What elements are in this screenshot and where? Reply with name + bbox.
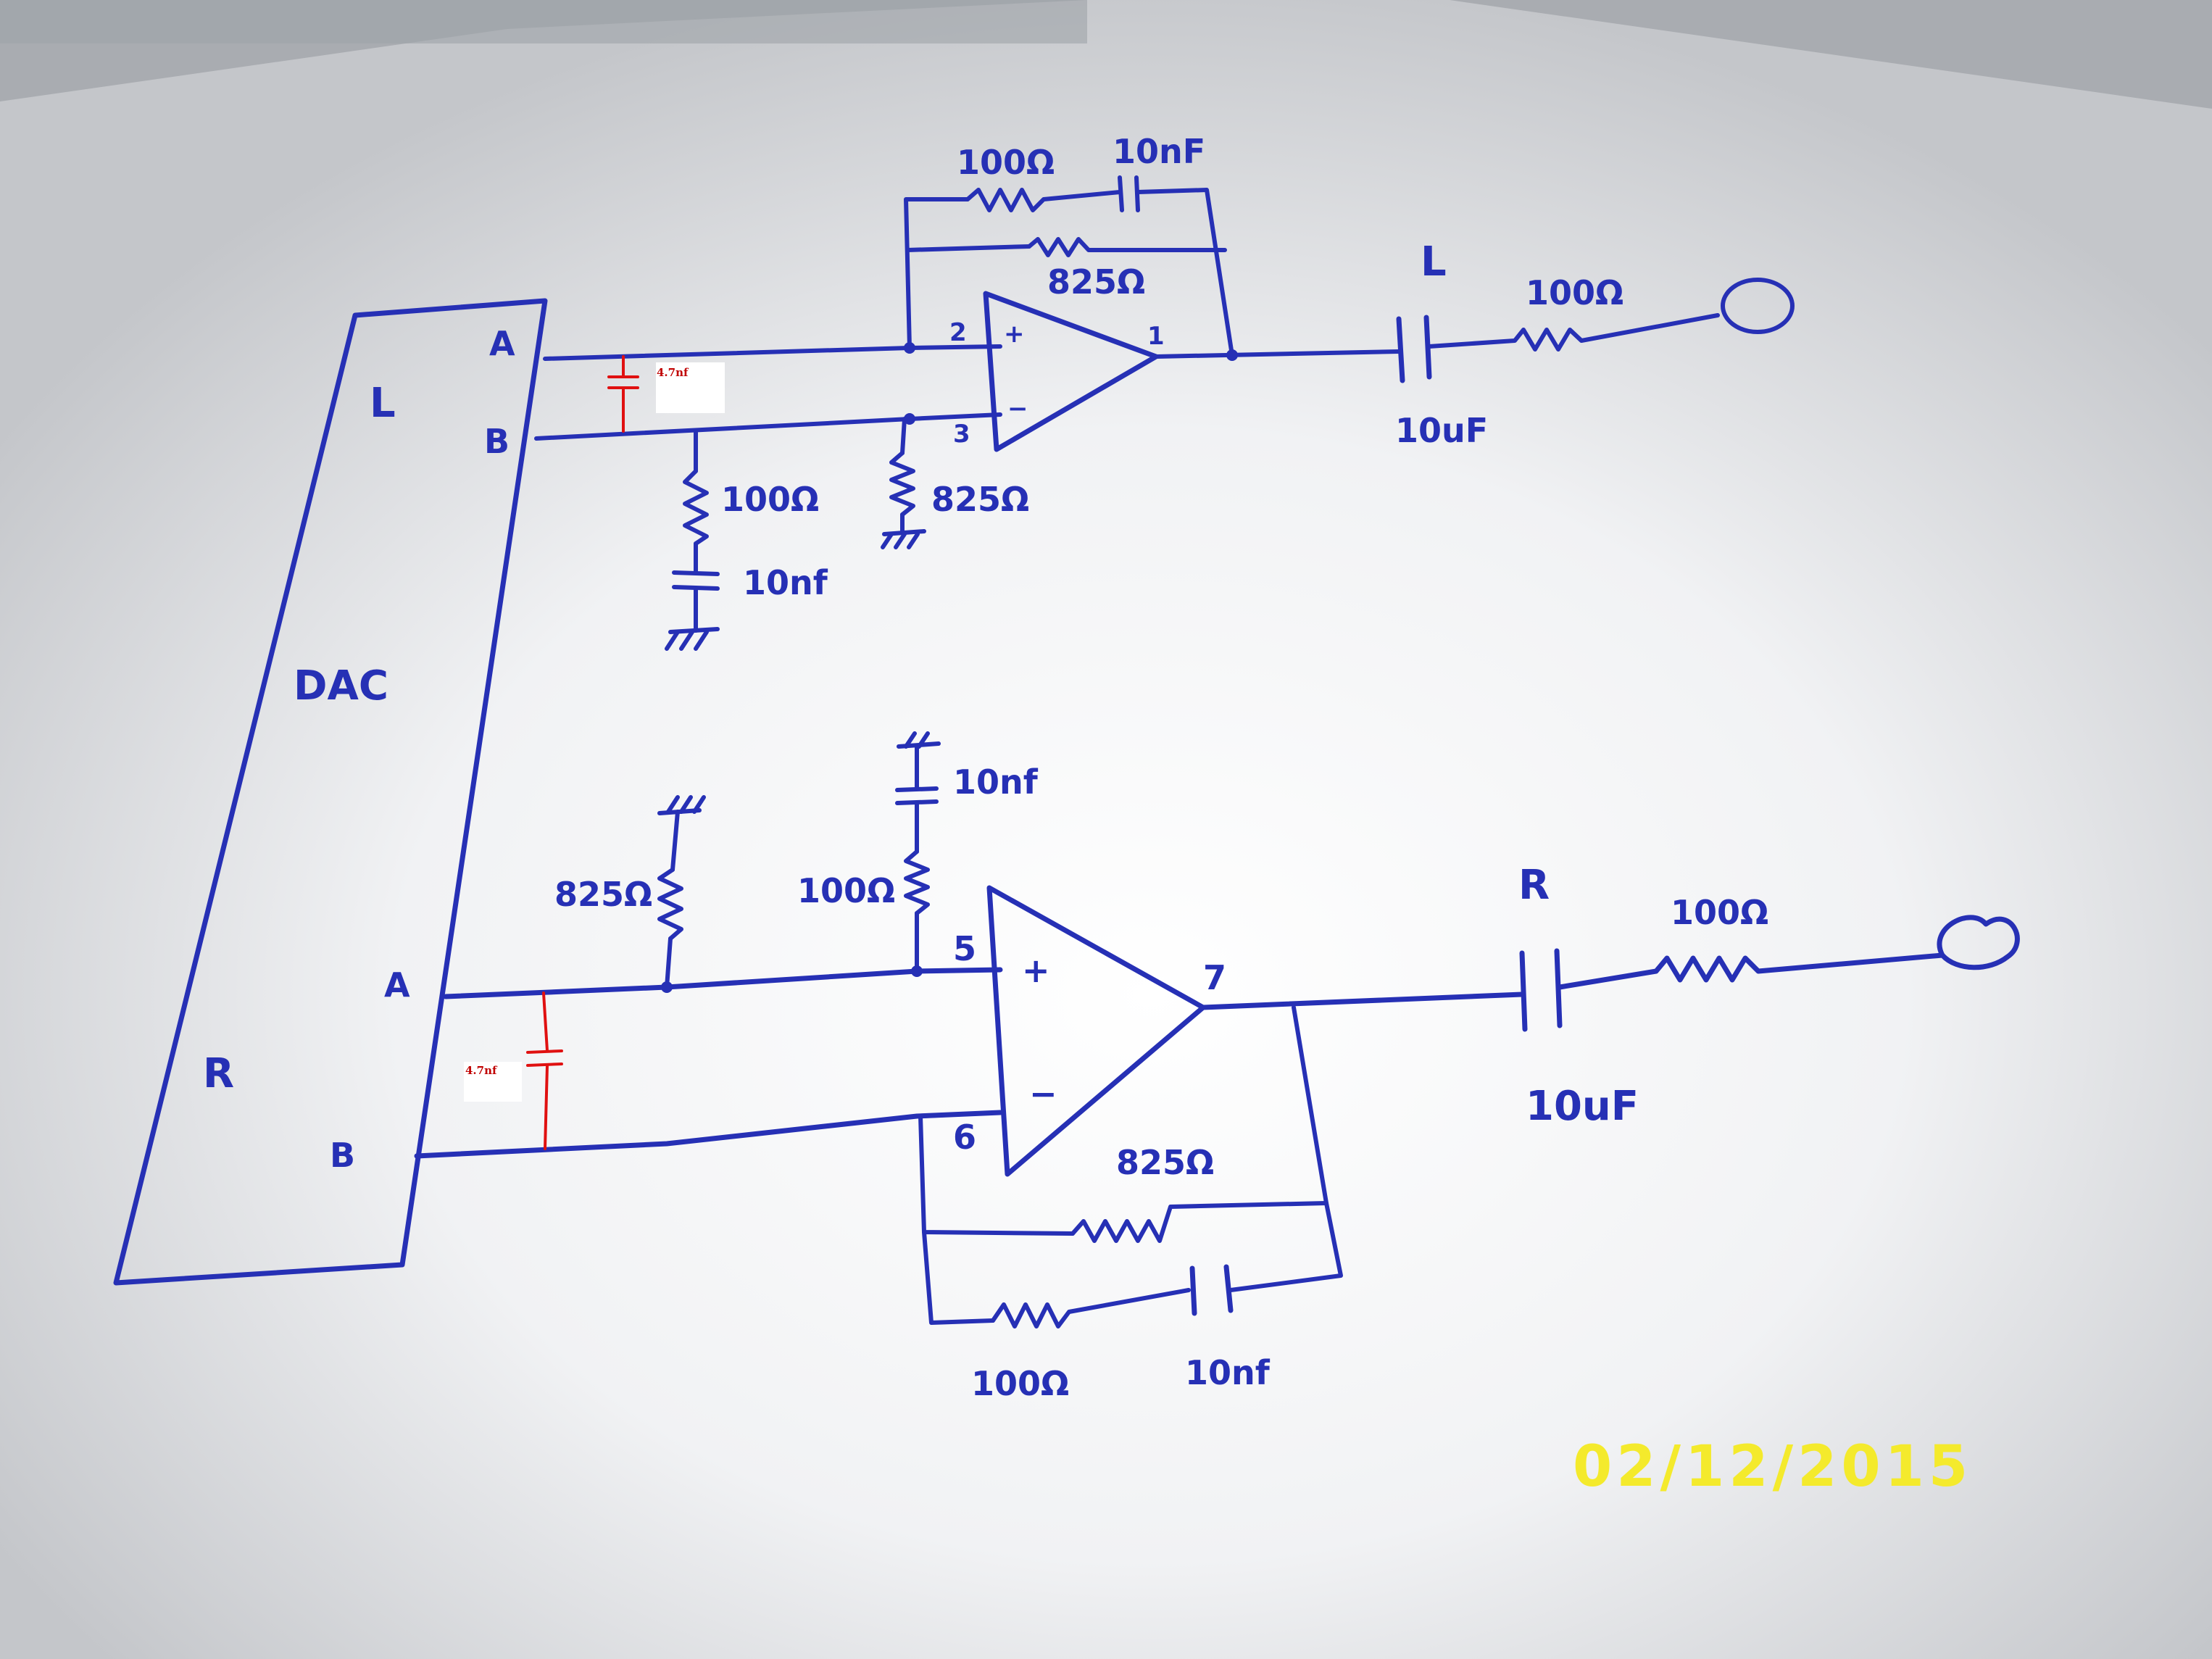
left-out-res-label: 100Ω — [1526, 273, 1623, 312]
right-pin-plus: 5 — [953, 929, 976, 968]
right-plus-sign: + — [1022, 951, 1050, 990]
left-ground-res-label: 825Ω — [931, 480, 1029, 519]
left-output-network — [1154, 278, 1795, 383]
right-channel: A B 4.7nf 825Ω — [330, 731, 2020, 1403]
right-shunt-res-label: 100Ω — [797, 871, 895, 910]
dac-left-label: L — [370, 380, 396, 427]
right-pin-b-label: B — [330, 1136, 355, 1175]
left-feedback-network — [904, 175, 1238, 361]
dac-label: DAC — [294, 662, 388, 710]
right-fb-series-res-label: 100Ω — [971, 1364, 1069, 1403]
left-cap-note: 4.7nf — [657, 366, 689, 379]
right-fb-res-label: 825Ω — [1116, 1143, 1214, 1182]
right-pin-out: 7 — [1203, 958, 1226, 997]
right-ground-res-label: 825Ω — [554, 875, 652, 914]
left-fb-res-label: 825Ω — [1047, 262, 1145, 302]
left-pin-b-label: B — [484, 422, 510, 461]
left-ground-resistor — [881, 413, 926, 549]
left-fb-series-res-label: 100Ω — [957, 143, 1055, 182]
left-minus-sign: − — [1007, 394, 1028, 423]
left-cap-note-box — [656, 362, 725, 413]
left-fb-series-cap-label: 10nF — [1113, 132, 1205, 171]
date-stamp: 02/12/2015 — [1573, 1434, 1972, 1500]
right-channel-label: R — [1518, 862, 1550, 909]
right-output-network — [1200, 915, 2020, 1032]
right-shunt-cap-label: 10nf — [953, 762, 1039, 802]
right-cap-note-box — [464, 1062, 522, 1102]
right-feedback-network — [918, 1005, 1343, 1329]
right-out-res-label: 100Ω — [1671, 893, 1768, 932]
right-line-a — [443, 967, 1003, 999]
right-fb-series-cap-label: 10nf — [1185, 1353, 1271, 1392]
dac-block: DAC L R — [113, 298, 548, 1286]
right-out-cap-label: 10uF — [1526, 1083, 1639, 1130]
left-added-capacitor — [607, 355, 639, 433]
right-cap-note: 4.7nf — [465, 1064, 498, 1077]
right-ground-resistor — [657, 795, 706, 993]
left-channel-label: L — [1421, 238, 1447, 286]
right-opamp — [986, 885, 1206, 1177]
left-pin-out: 1 — [1147, 322, 1165, 351]
right-pin-minus: 6 — [953, 1118, 976, 1157]
left-shunt-network — [665, 429, 720, 651]
right-shunt-network — [895, 731, 941, 977]
left-plus-sign: + — [1004, 320, 1025, 349]
right-minus-sign: − — [1029, 1074, 1057, 1113]
left-pin-minus: 3 — [953, 420, 970, 449]
left-pin-plus: 2 — [949, 318, 967, 347]
left-shunt-cap-label: 10nf — [743, 563, 828, 602]
right-added-capacitor — [526, 991, 563, 1150]
left-shunt-res-label: 100Ω — [721, 480, 819, 519]
left-pin-a-label: A — [489, 324, 515, 363]
right-pin-a-label: A — [384, 965, 410, 1005]
left-out-cap-label: 10uF — [1395, 411, 1488, 450]
dac-right-label: R — [203, 1050, 234, 1097]
left-channel: A B 4.7nf 100Ω 10nf — [484, 132, 1795, 651]
